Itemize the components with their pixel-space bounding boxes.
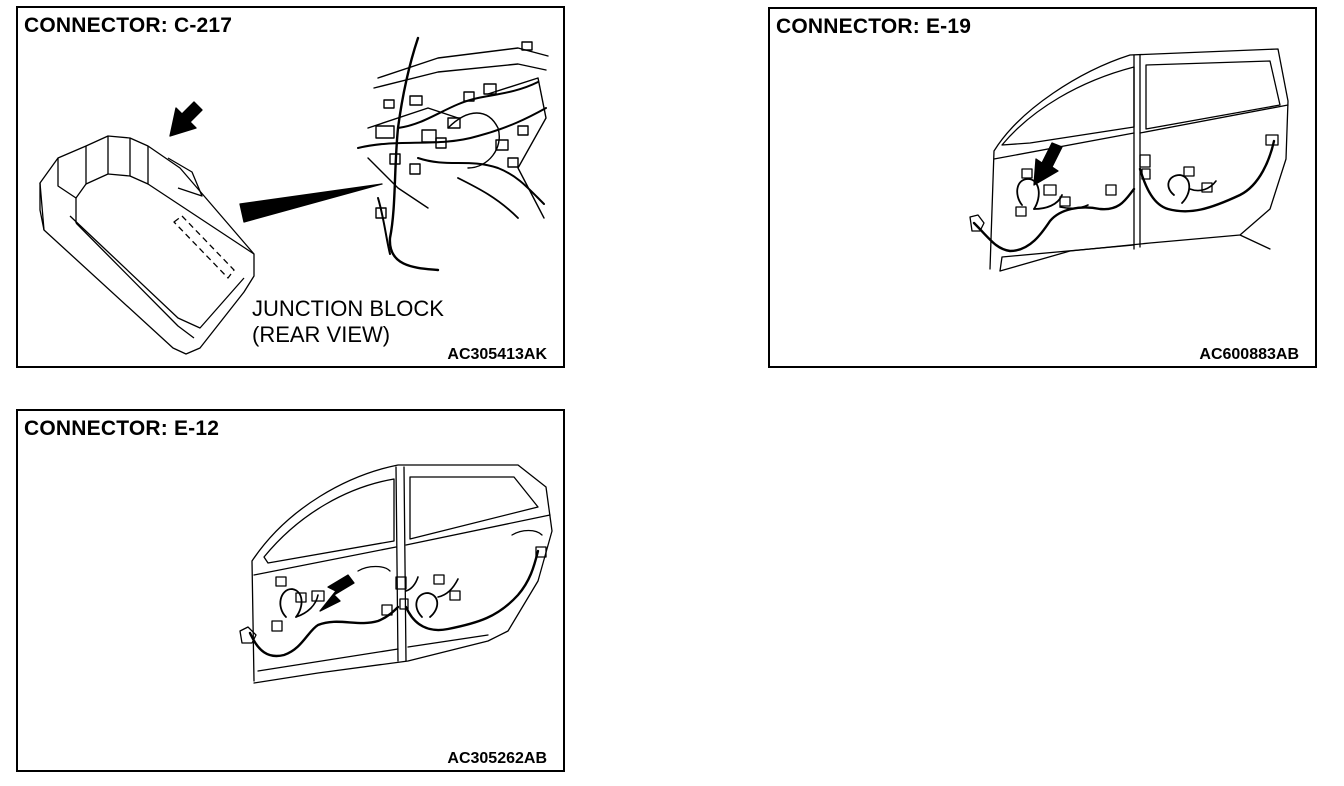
panel-title: CONNECTOR: E-12 [24, 417, 220, 440]
label-line-2: (REAR VIEW) [252, 322, 391, 347]
panel-title: CONNECTOR: C-217 [24, 14, 233, 37]
connector-panel-e19: CONNECTOR: E-19 AC600883AB [768, 7, 1317, 368]
connector-panel-c217: CONNECTOR: C-217 [16, 6, 565, 368]
figure-code: AC305262AB [447, 750, 547, 767]
rear-door-illustration [770, 9, 1315, 366]
junction-block-illustration [18, 8, 563, 366]
panel-title: CONNECTOR: E-19 [776, 15, 972, 38]
junction-block-label: JUNCTION BLOCK (REAR VIEW) [252, 296, 444, 348]
car-side-doors-illustration [18, 411, 563, 770]
figure-code: AC600883AB [1199, 346, 1299, 363]
label-line-1: JUNCTION BLOCK [252, 296, 444, 321]
figure-code: AC305413AK [447, 346, 547, 363]
connector-panel-e12: CONNECTOR: E-12 [16, 409, 565, 772]
dashboard-harness-illustration [18, 8, 563, 366]
